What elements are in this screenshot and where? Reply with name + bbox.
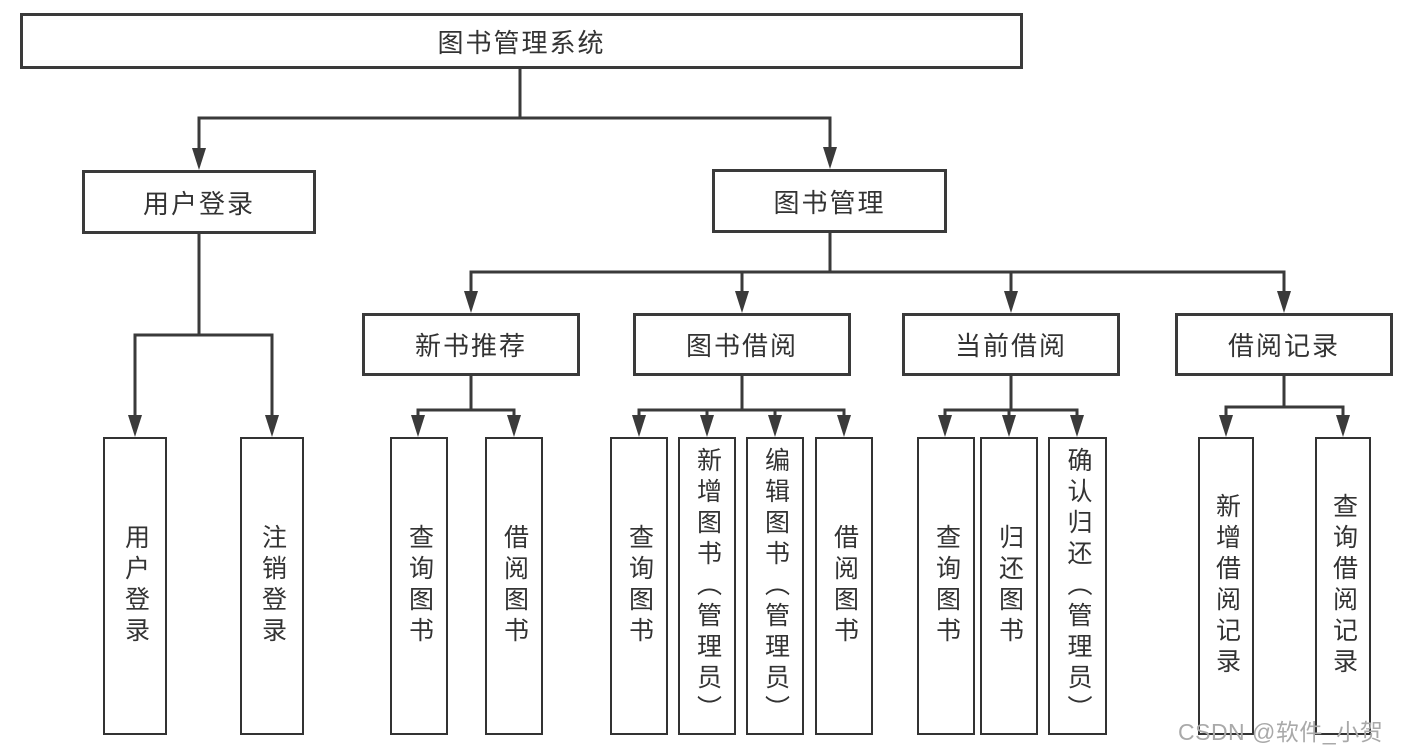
node-user-login: 用户登录 xyxy=(82,170,316,234)
node-book-borrow: 图书借阅 xyxy=(633,313,851,376)
leaf-nbr-borrow-book: 借阅图书 xyxy=(485,437,543,735)
leaf-bb-query-book-label: 查询图书 xyxy=(625,524,654,648)
leaf-user-login: 用户登录 xyxy=(103,437,167,735)
leaf-user-login-label: 用户登录 xyxy=(121,524,150,648)
leaf-bb-query-book: 查询图书 xyxy=(610,437,668,735)
leaf-bb-edit-book-label: 编辑图书（管理员） xyxy=(761,446,790,726)
leaf-bb-borrow-book: 借阅图书 xyxy=(815,437,873,735)
node-system-root: 图书管理系统 xyxy=(20,13,1023,69)
leaf-logout: 注销登录 xyxy=(240,437,304,735)
node-book-management-label: 图书管理 xyxy=(773,187,886,218)
node-current-borrow: 当前借阅 xyxy=(902,313,1120,376)
leaf-logout-label: 注销登录 xyxy=(258,524,287,648)
leaf-nbr-query-book: 查询图书 xyxy=(390,437,448,735)
leaf-cb-return-book-label: 归还图书 xyxy=(995,524,1024,648)
leaf-cb-confirm-return-label: 确认归还（管理员） xyxy=(1064,446,1092,726)
leaf-nbr-borrow-book-label: 借阅图书 xyxy=(500,524,529,648)
node-new-book-recommend-label: 新书推荐 xyxy=(414,331,527,361)
node-current-borrow-label: 当前借阅 xyxy=(954,331,1067,361)
arrowheads xyxy=(128,147,1350,437)
node-borrow-records: 借阅记录 xyxy=(1175,313,1393,376)
leaf-br-add-record: 新增借阅记录 xyxy=(1198,437,1254,735)
node-book-borrow-label: 图书借阅 xyxy=(685,331,798,361)
leaf-br-query-record: 查询借阅记录 xyxy=(1315,437,1371,735)
leaf-cb-query-book-label: 查询图书 xyxy=(932,524,961,648)
leaf-bb-add-book-label: 新增图书（管理员） xyxy=(693,446,722,726)
leaf-bb-borrow-book-label: 借阅图书 xyxy=(830,524,859,648)
leaf-bb-add-book: 新增图书（管理员） xyxy=(678,437,736,735)
node-user-login-label: 用户登录 xyxy=(142,188,255,219)
node-system-root-label: 图书管理系统 xyxy=(437,27,606,58)
leaf-cb-confirm-return: 确认归还（管理员） xyxy=(1048,437,1107,735)
leaf-br-add-record-label: 新增借阅记录 xyxy=(1212,493,1241,679)
leaf-cb-query-book: 查询图书 xyxy=(917,437,975,735)
csdn-watermark: CSDN @软件_小贺同学 xyxy=(1178,719,1384,745)
leaf-cb-return-book: 归还图书 xyxy=(980,437,1038,735)
node-new-book-recommend: 新书推荐 xyxy=(362,313,580,376)
node-borrow-records-label: 借阅记录 xyxy=(1227,331,1340,361)
leaf-nbr-query-book-label: 查询图书 xyxy=(405,524,434,648)
leaf-br-query-record-label: 查询借阅记录 xyxy=(1329,493,1358,679)
node-book-management: 图书管理 xyxy=(712,169,947,233)
leaf-bb-edit-book: 编辑图书（管理员） xyxy=(746,437,804,735)
